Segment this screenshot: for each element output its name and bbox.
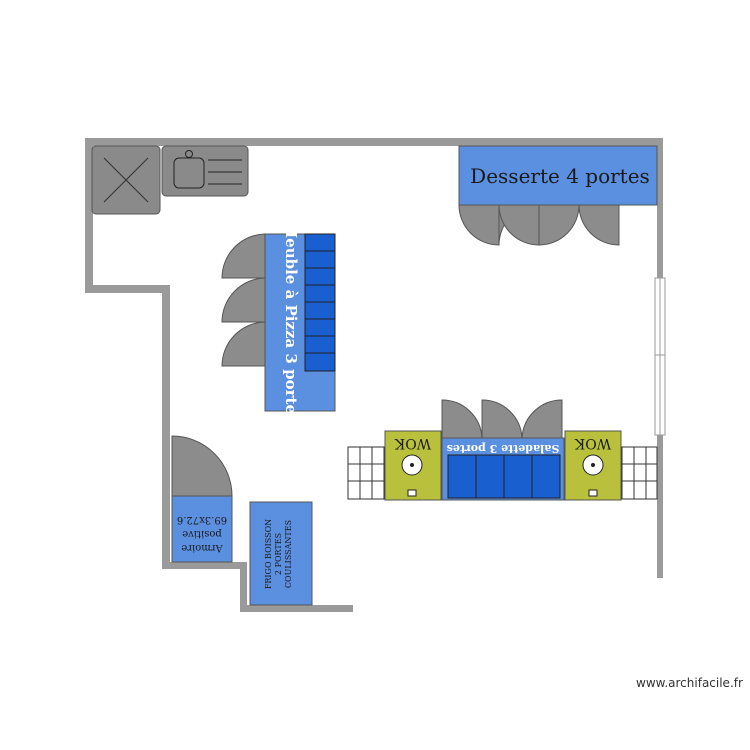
grid-right: [621, 446, 658, 500]
window: [654, 277, 666, 436]
frigo-line2: 2 PORTES: [274, 533, 283, 575]
desserte-4-portes: Desserte 4 portes: [458, 145, 658, 246]
watermark: www.archifacile.fr: [636, 676, 743, 690]
wok-left-label: WOK: [394, 435, 431, 451]
wall-bottom-right: [240, 605, 353, 612]
wok-left: WOK: [384, 430, 442, 501]
door-swing: [458, 204, 500, 246]
wall-right-lower: [657, 435, 663, 578]
frigo-line1: FRIGO BOISSON: [264, 519, 273, 589]
wok-right-label: WOK: [574, 435, 611, 451]
walls: [85, 138, 663, 612]
meuble-pizza: Meuble à Pizza 3 portes: [221, 222, 336, 423]
door-swing: [221, 233, 266, 279]
saladette-label: Saladette 3 portes: [447, 442, 560, 455]
saladette: Saladette 3 portes: [441, 399, 565, 501]
armoire-positive: Armoire positive 69.3x72.6: [171, 435, 233, 563]
stove-x-unit: [91, 145, 161, 215]
door-swing: [221, 321, 266, 367]
saladette-drawers: [447, 454, 561, 499]
meuble-pizza-label: Meuble à Pizza 3 portes: [282, 222, 300, 423]
door-swing: [498, 204, 540, 246]
armoire-line1: Armoire: [181, 542, 223, 553]
wall-step-horizontal: [85, 285, 170, 293]
wall-left-upper: [85, 138, 93, 293]
frigo-line3: COULISSANTES: [284, 520, 293, 588]
door-swing: [521, 399, 563, 439]
wall-bottom-left: [162, 562, 247, 569]
door-swing: [171, 435, 233, 497]
frigo-boisson: FRIGO BOISSON 2 PORTES COULISSANTES: [249, 501, 313, 606]
pizza-drawers: [304, 233, 336, 372]
armoire-line2: positive: [182, 528, 222, 539]
door-swing: [221, 277, 266, 323]
faucet-icon: [185, 150, 193, 158]
desserte-label: Desserte 4 portes: [470, 164, 650, 188]
wall-right-upper: [657, 138, 663, 278]
door-swing: [481, 399, 523, 439]
door-swing: [441, 399, 483, 439]
door-swing: [578, 204, 620, 246]
wall-top: [85, 138, 663, 146]
wall-left-lower: [162, 285, 170, 568]
armoire-line3: 69.3x72.6: [177, 514, 227, 525]
grid-left: [347, 446, 385, 500]
wall-step-vertical: [240, 562, 247, 612]
sink: [161, 145, 249, 197]
door-swing: [538, 204, 580, 246]
wok-right: WOK: [564, 430, 622, 501]
